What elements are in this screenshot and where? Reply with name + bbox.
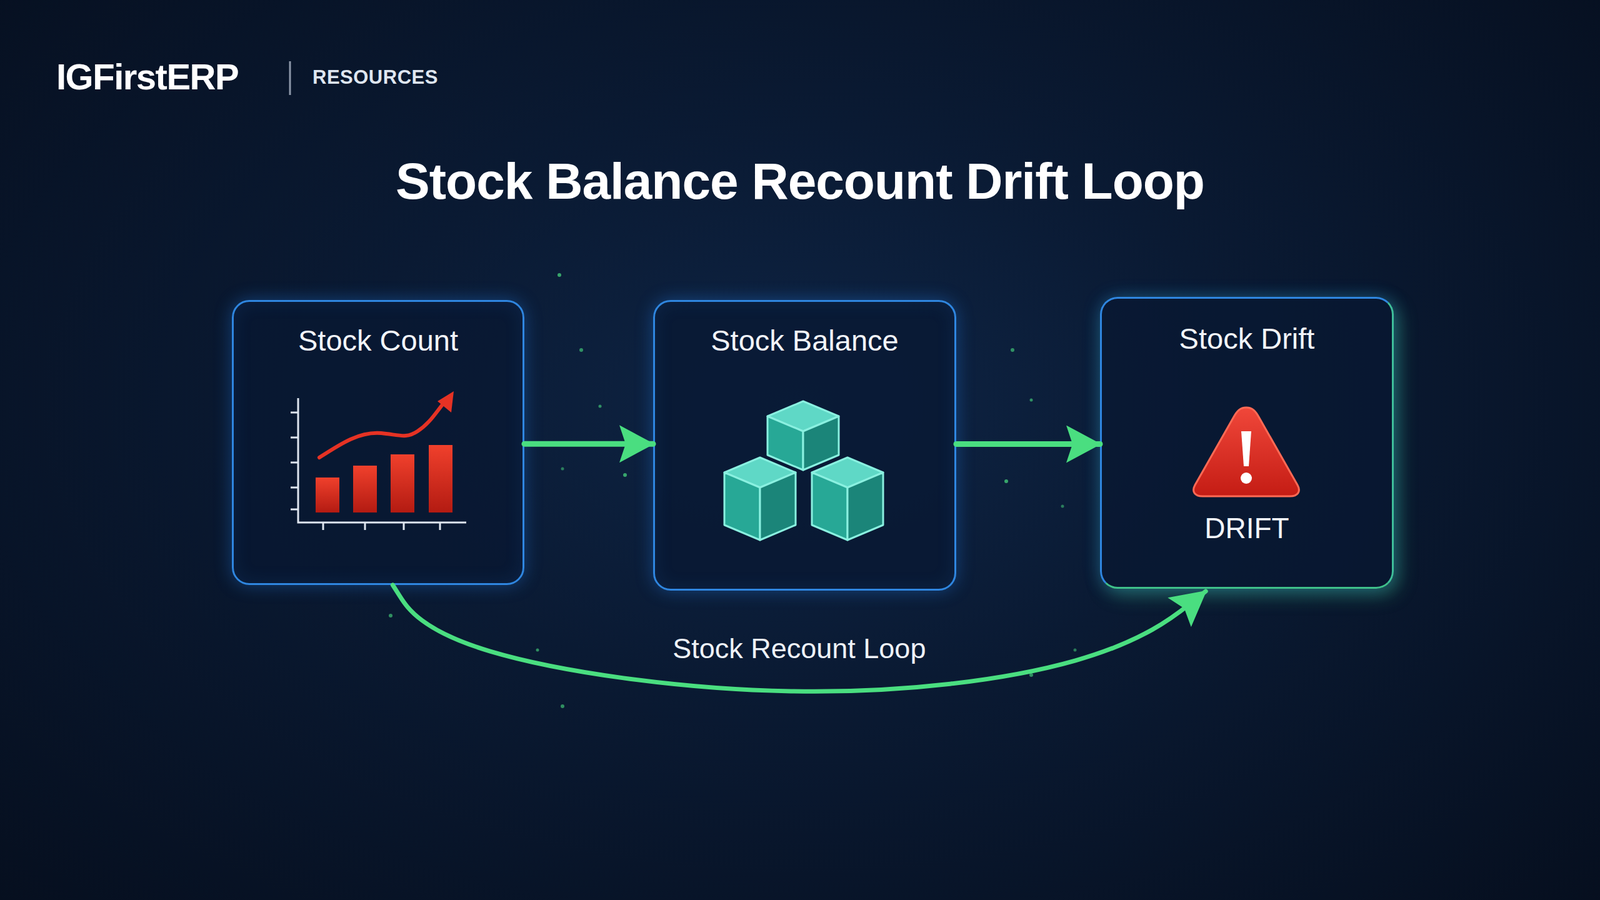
particle	[598, 405, 602, 409]
particle	[557, 273, 562, 277]
loop-arrow	[392, 585, 1206, 692]
particle	[579, 348, 584, 352]
particle	[561, 467, 565, 471]
header-divider	[289, 61, 292, 95]
particle	[536, 648, 540, 652]
particle	[1061, 505, 1065, 509]
particle	[1030, 398, 1034, 402]
flow-arrow	[956, 441, 1100, 447]
process-box: Stock Balance	[653, 300, 957, 591]
particle	[1073, 648, 1077, 652]
edge-label: Stock Recount Loop	[672, 632, 926, 665]
box-heading: Stock Count	[233, 323, 523, 358]
particle	[388, 613, 393, 618]
brand-logo: IGFirstERP	[56, 55, 239, 98]
flow-arrow	[524, 441, 654, 447]
box-heading: Stock Drift	[1101, 321, 1392, 356]
particle	[1029, 673, 1034, 677]
diagram-title: Stock Balance Recount Drift Loop	[0, 151, 1600, 211]
process-box: Stock Count	[231, 300, 525, 585]
section-label: RESOURCES	[312, 66, 439, 89]
status-label: DRIFT	[1101, 511, 1392, 545]
particle	[623, 473, 627, 477]
particle	[560, 704, 565, 709]
process-box: Stock DriftDRIFT	[1100, 296, 1394, 589]
particle	[1010, 348, 1015, 352]
particle	[1004, 479, 1009, 484]
box-heading: Stock Balance	[655, 323, 955, 358]
